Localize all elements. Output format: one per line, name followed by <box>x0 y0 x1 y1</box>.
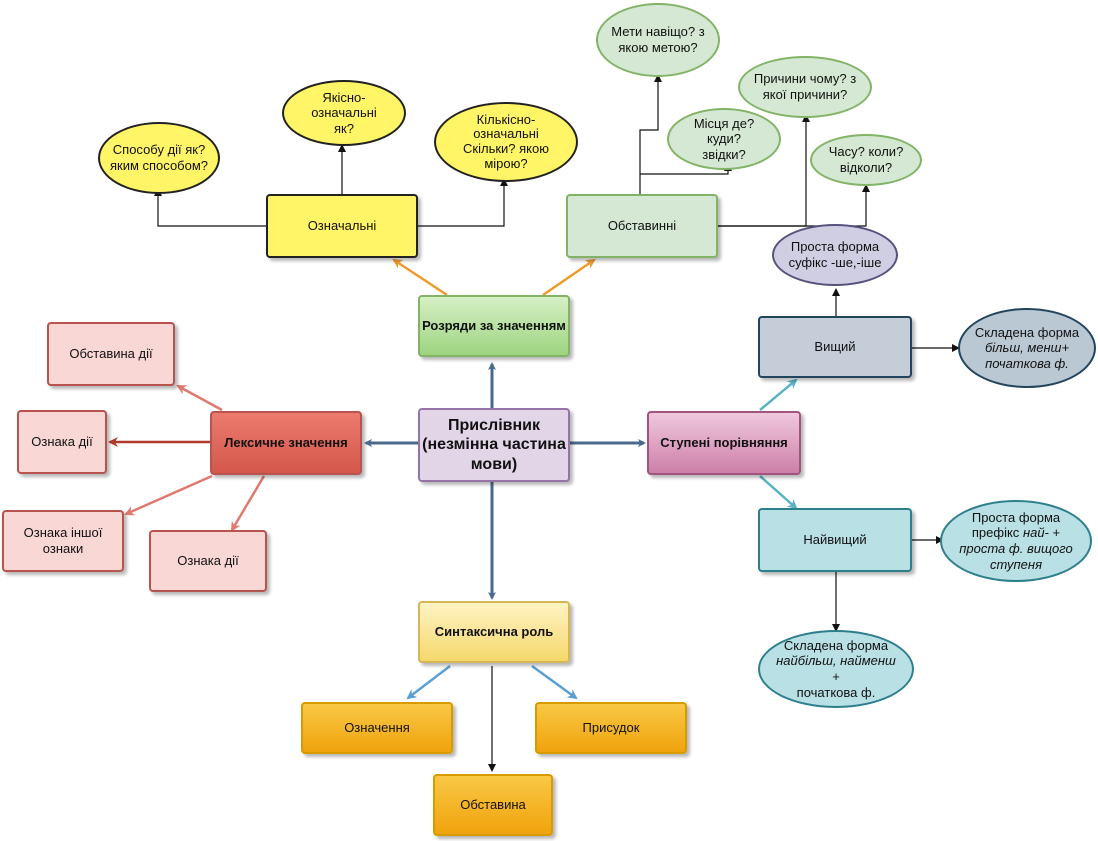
edge-oznachalni-kilkisno <box>418 178 508 227</box>
edge-obstavynni-mety <box>639 74 662 194</box>
oznaka-dii-2-label: Ознака дії <box>177 553 239 569</box>
obstavynni-connectors <box>639 74 870 227</box>
naivyshchyi-label: Найвищий <box>803 532 867 548</box>
skladena-vyshch-line2: більш, менш+ <box>984 340 1070 356</box>
prosta-naivyshch-b: най- <box>1022 525 1049 541</box>
skladena-vyshch-oval: Складена форма більш, менш+ початкова ф. <box>958 308 1096 388</box>
edge-syntaksychna-prysudok <box>531 664 578 700</box>
obstavynni-node: Обставинні <box>566 194 718 258</box>
skladena-naivyshch-d: початкова ф. <box>796 684 876 700</box>
prysudok-label: Присудок <box>582 720 640 736</box>
leksychne-label: Лексичне значення <box>224 435 348 451</box>
prosta-vyshch-oval: Проста форма суфікс -ше,-іше <box>772 224 898 286</box>
skladena-naivyshch-a: Складена форма <box>783 637 889 653</box>
oznaka-dii-2-node: Ознака дії <box>149 530 267 592</box>
oznachennia-node: Означення <box>301 702 453 754</box>
prychyny-label: Причини чому? з якої причини? <box>753 71 857 102</box>
rozriady-label: Розряди за значенням <box>422 318 566 334</box>
naivyshchyi-node: Найвищий <box>758 508 912 572</box>
oznaka-inshoi-node: Ознака іншої ознаки <box>2 510 124 572</box>
edge-leksychne-obstavyna <box>176 384 223 412</box>
kilkisno-label: Кількісно-означальні Скільки? якою мірою… <box>463 111 549 171</box>
syntaksychna-connectors <box>406 664 578 772</box>
edge-rozriady-oznachalni <box>392 258 448 297</box>
oznachalni-node: Означальні <box>266 194 418 258</box>
oznaka-inshoi-label: Ознака іншої ознаки <box>23 525 103 556</box>
vyshchyi-label: Вищий <box>814 339 856 355</box>
oznachalni-label: Означальні <box>307 218 377 234</box>
edge-rozriady-obstavynni <box>542 258 596 297</box>
oznaka-dii-1-label: Ознака дії <box>31 434 93 450</box>
stupeni-connectors <box>759 378 798 510</box>
skladena-vyshch-line3: початкова ф. <box>985 355 1069 371</box>
mistsia-label: Місця де? куди? звідки? <box>693 115 755 162</box>
oznachennia-label: Означення <box>344 720 410 736</box>
rozriady-connectors <box>392 258 596 297</box>
prosta-naivyshch-a: Проста форма префікс <box>971 509 1061 541</box>
skladena-naivyshch-b: найбільш, найменш <box>776 653 896 669</box>
edge-stupeni-vyshchyi <box>759 378 798 411</box>
prosta-naivyshch-text: Проста форма префікс най- + проста ф. ви… <box>952 510 1080 572</box>
yakisno-label: Якісно-означальні як? <box>311 89 377 136</box>
obstavyna-node: Обставина <box>433 774 553 836</box>
skladena-vyshch-line1: Складена форма <box>974 324 1080 340</box>
sposobu-label: Способу дії як? яким способом? <box>109 142 209 173</box>
edge-obstavynni-chasu <box>718 184 870 227</box>
obstavyna-label: Обставина <box>460 797 526 813</box>
chasu-label: Часу? коли? відколи? <box>828 144 904 175</box>
prosta-naivyshch-d: проста ф. вищого ступеня <box>959 541 1073 572</box>
center-label: Прислівник (незмінна частина мови) <box>422 417 566 473</box>
mety-oval: Мети навіщо? з якою метою? <box>596 3 720 77</box>
leksychne-node: Лексичне значення <box>210 411 362 475</box>
skladena-naivyshch-oval: Складена форма найбільш, найменш + почат… <box>758 630 914 708</box>
sposobu-oval: Способу дії як? яким способом? <box>98 122 220 194</box>
edge-leksychne-oznaka2 <box>230 475 266 532</box>
rozriady-node: Розряди за значенням <box>418 295 570 357</box>
edge-syntaksychna-oznachennia <box>406 665 451 700</box>
center-connectors <box>364 362 646 600</box>
skladena-naivyshch-c: + <box>832 669 840 684</box>
oznaka-dii-1-node: Ознака дії <box>17 410 107 474</box>
prosta-vyshch-label: Проста форма суфікс -ше,-іше <box>788 239 882 270</box>
skladena-naivyshch-text: Складена форма найбільш, найменш + почат… <box>772 638 900 700</box>
prosta-naivyshch-oval: Проста форма префікс най- + проста ф. ви… <box>940 500 1092 582</box>
stupeni-label: Ступені порівняння <box>660 435 788 451</box>
degree-connectors <box>832 288 960 632</box>
obstavyna-dii-label: Обставина дії <box>69 346 153 362</box>
prychyny-oval: Причини чому? з якої причини? <box>738 56 872 118</box>
edge-leksychne-oznaka-inshoi <box>124 474 213 516</box>
leksychne-connectors <box>108 384 266 532</box>
prysudok-node: Присудок <box>535 702 687 754</box>
syntaksychna-label: Синтаксична роль <box>434 624 554 640</box>
vyshchyi-node: Вищий <box>758 316 912 378</box>
mety-label: Мети навіщо? з якою метою? <box>611 24 705 55</box>
center-node: Прислівник (незмінна частина мови) <box>418 408 570 482</box>
oznachalni-connectors <box>154 144 508 227</box>
yakisno-oval: Якісно-означальні як? <box>282 80 406 146</box>
obstavyna-dii-node: Обставина дії <box>47 322 175 386</box>
stupeni-node: Ступені порівняння <box>647 411 801 475</box>
chasu-oval: Часу? коли? відколи? <box>810 134 922 186</box>
edge-stupeni-naivyshchyi <box>759 475 798 510</box>
prosta-naivyshch-c: + <box>1048 525 1061 541</box>
obstavynni-label: Обставинні <box>607 218 677 234</box>
kilkisno-oval: Кількісно-означальні Скільки? якою мірою… <box>434 102 578 182</box>
syntaksychna-node: Синтаксична роль <box>418 601 570 663</box>
edge-oznachalni-sposobu <box>154 188 266 227</box>
mistsia-oval: Місця де? куди? звідки? <box>667 108 781 170</box>
